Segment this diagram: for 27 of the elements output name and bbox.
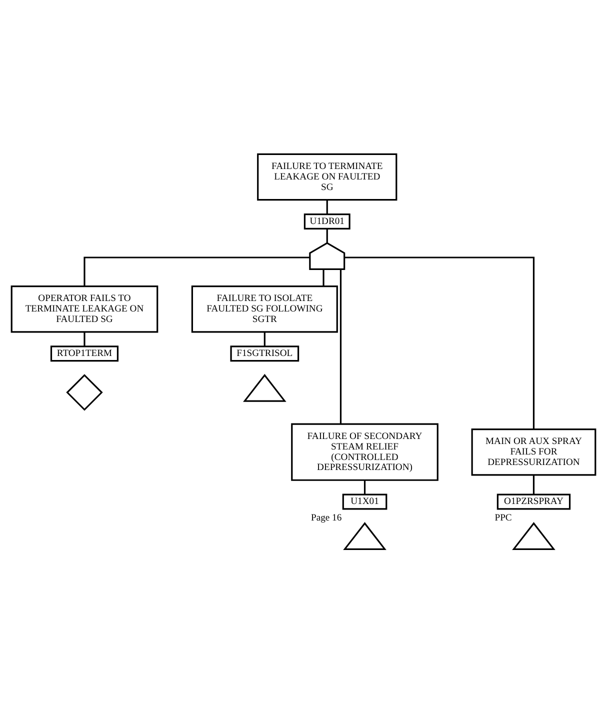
connector [264,332,266,346]
node-box: OPERATOR FAILS TO TERMINATE LEAKAGE ON FAULTED SG [10,286,158,333]
node-gate [309,242,346,270]
node-box: O1PZRSPRAY [496,494,571,510]
connector [84,256,310,286]
node-box: U1X01 [342,494,388,510]
connector [326,228,328,244]
node-box: RTOP1TERM [50,346,119,362]
connector [340,269,342,424]
node-label: Page 16 [310,512,342,524]
connector [322,269,324,286]
node-box: U1DR01 [304,213,350,230]
connector [326,200,328,214]
node-diamond [66,374,103,411]
node-box: FAILURE OF SECONDARY STEAM RELIEF (CONTROLLED DEPRESSURIZATION) [291,423,438,481]
node-box: FAILURE TO TERMINATE LEAKAGE ON FAULTED SG [257,153,398,201]
node-box: F1SGTRISOL [230,346,300,362]
node-box: MAIN OR AUX SPRAY FAILS FOR DEPRESSURIZATION [471,428,596,476]
connector [84,332,86,346]
node-triangle [512,522,556,550]
node-triangle [343,522,386,550]
connector [364,480,366,494]
node-box: FAILURE TO ISOLATE FAULTED SG FOLLOWING SGTR [191,286,338,333]
node-triangle [243,374,286,402]
node-label: PPC [494,512,512,524]
connector [532,475,535,494]
connector [344,256,535,429]
